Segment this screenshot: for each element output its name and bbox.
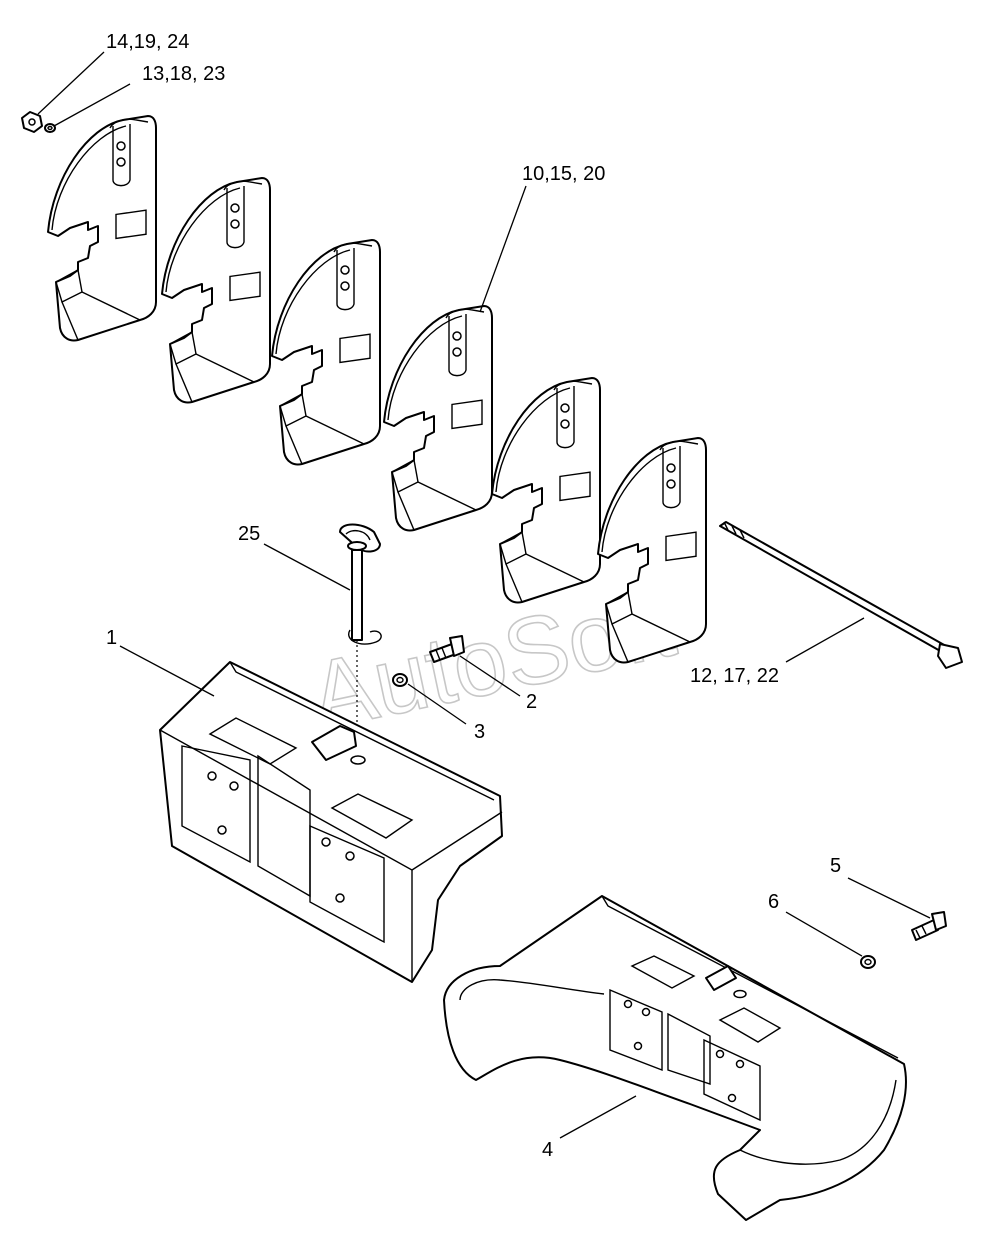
base-weight-part — [159, 661, 503, 983]
callout-bolt-lower: 5 — [830, 855, 841, 877]
washer-leader — [407, 683, 467, 725]
nut-part — [21, 111, 43, 133]
callout-weight: 10,15, 20 — [522, 163, 605, 185]
callout-bracket: 4 — [542, 1139, 553, 1161]
weight-plate-6 — [597, 437, 707, 664]
callout-bolt: 2 — [526, 691, 537, 713]
callout-washer-lower: 6 — [768, 891, 779, 913]
bracket-part — [443, 895, 907, 1221]
base-weight-leader — [119, 645, 215, 697]
bracket-leader — [559, 1095, 637, 1139]
washer-part — [392, 673, 408, 687]
weight-leader — [479, 185, 527, 313]
callout-pin: 25 — [238, 523, 260, 545]
pin-part — [339, 523, 382, 645]
washer-top-leader — [53, 83, 131, 127]
tie-rod-part — [719, 521, 963, 669]
pin-leader — [263, 543, 351, 591]
bolt-leader — [459, 655, 521, 697]
rod-leader — [785, 617, 865, 663]
weight-plate-2 — [161, 177, 271, 404]
washer-top-part — [44, 123, 56, 133]
bolt-lower-leader — [847, 877, 931, 919]
callout-base-weight: 1 — [106, 627, 117, 649]
callout-washer-top: 13,18, 23 — [142, 63, 225, 85]
nut-leader — [37, 51, 105, 115]
weight-plate-1 — [47, 115, 157, 342]
weight-plate-4 — [383, 305, 493, 532]
weight-plate-5 — [491, 377, 601, 604]
washer-lower-leader — [785, 911, 863, 957]
callout-nut: 14,19, 24 — [106, 31, 189, 53]
bolt-lower-part — [911, 911, 947, 941]
bolt-part — [429, 635, 465, 663]
washer-lower-part — [860, 955, 876, 969]
callout-rod: 12, 17, 22 — [690, 665, 779, 687]
weight-plate-3 — [271, 239, 381, 466]
callout-washer: 3 — [474, 721, 485, 743]
